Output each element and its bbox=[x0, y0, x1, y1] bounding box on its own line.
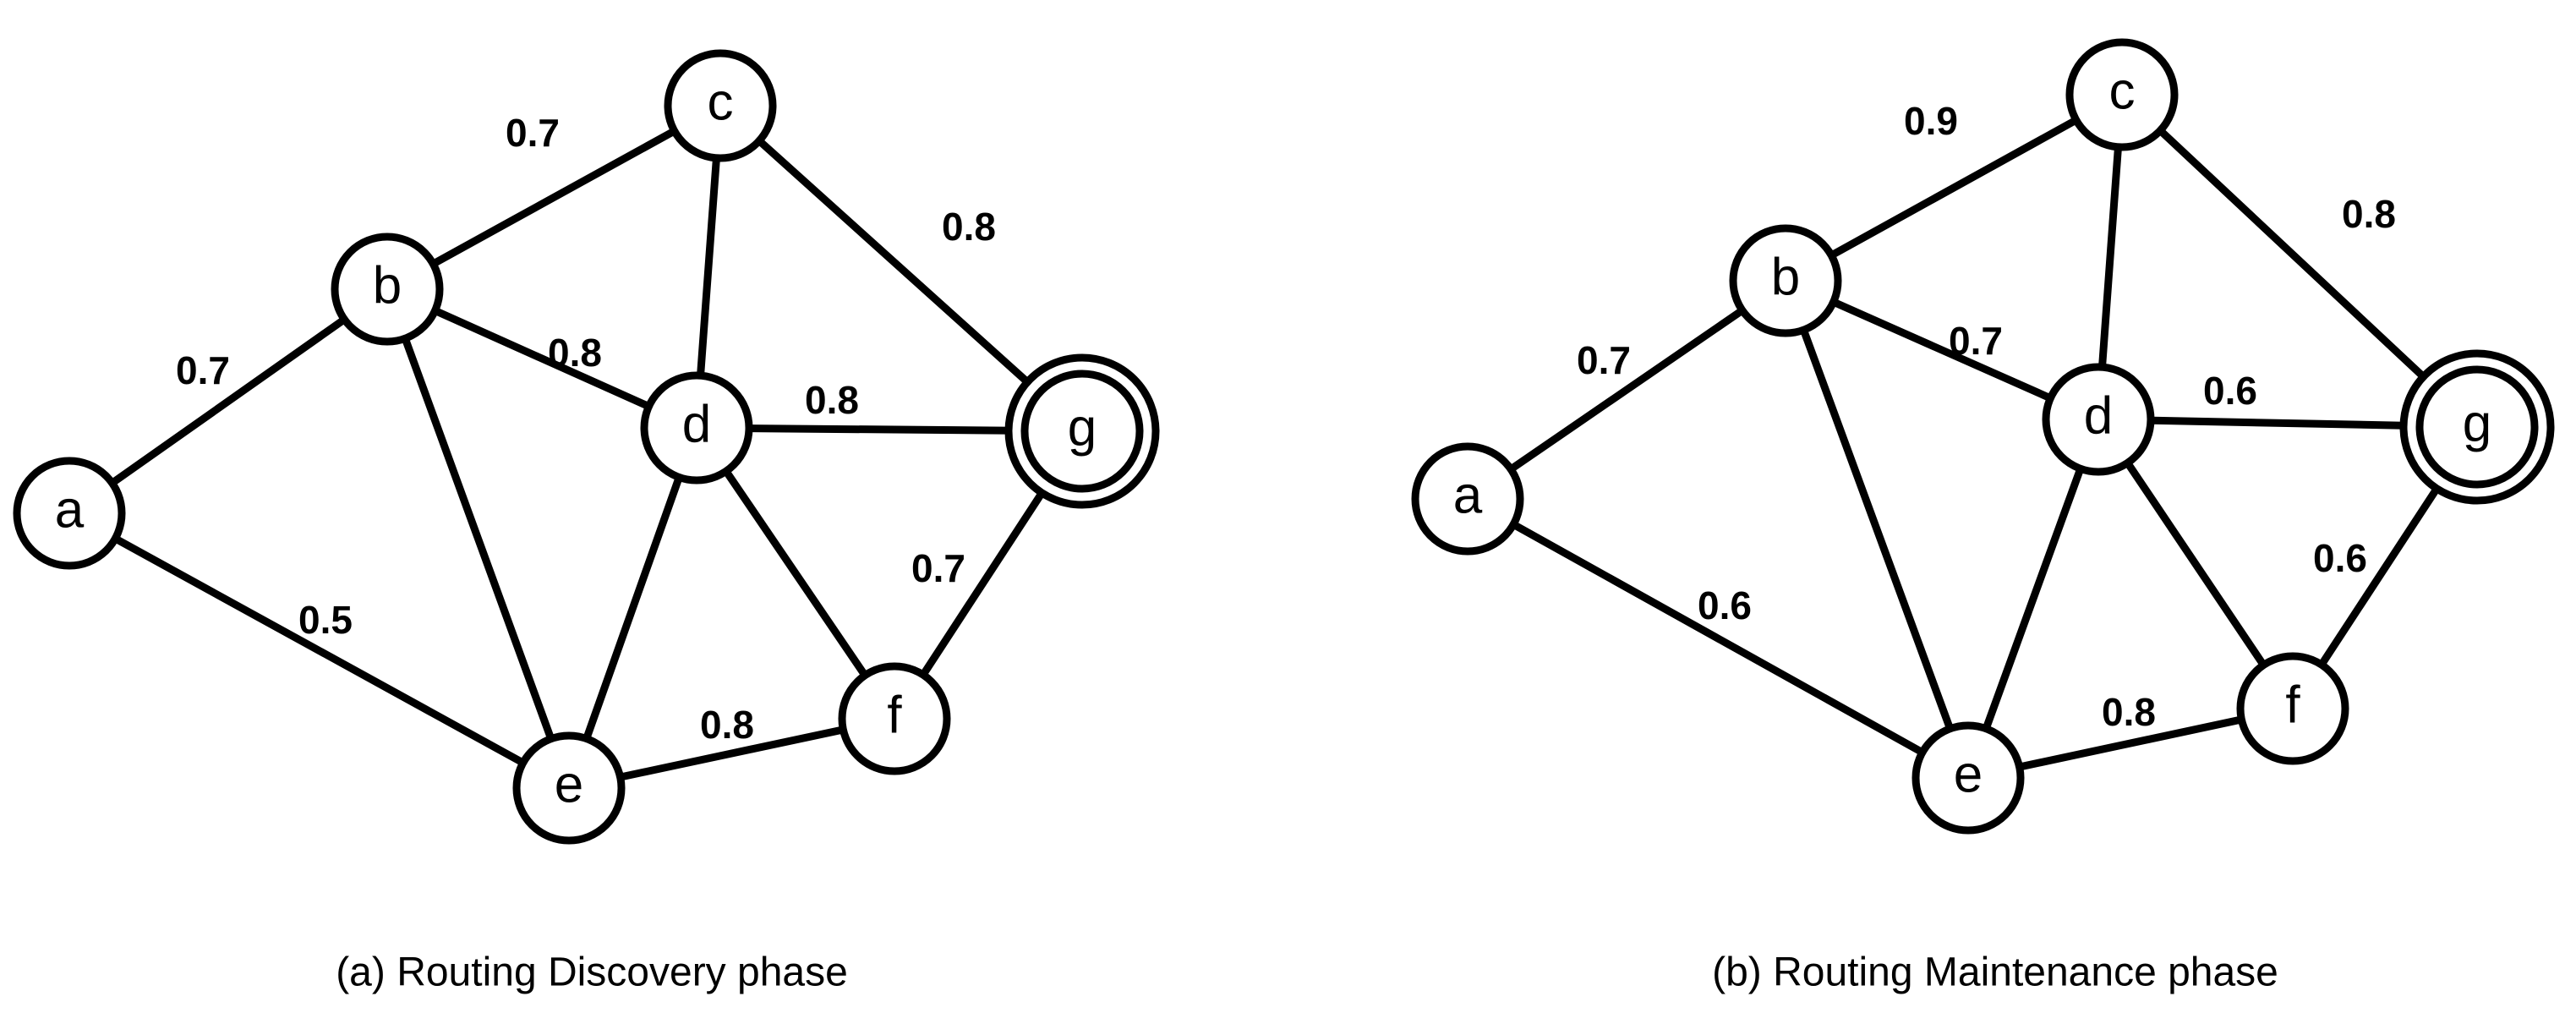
node-f: f bbox=[838, 662, 951, 775]
node-c-circle bbox=[664, 49, 777, 162]
weight-e-f: 0.8 bbox=[2102, 690, 2156, 734]
edge-a-b bbox=[1463, 277, 1790, 503]
node-a-label: a bbox=[55, 481, 85, 539]
node-e-label: e bbox=[1954, 746, 1983, 804]
edge-d-e bbox=[1964, 415, 2103, 782]
nodes: a b c d e f g bbox=[13, 49, 1160, 845]
edge-weights: 0.7 0.6 0.9 0.7 0.8 0.6 0.8 0.6 bbox=[1577, 99, 2396, 734]
edge-a-b bbox=[65, 285, 391, 517]
weight-c-g: 0.8 bbox=[942, 205, 996, 249]
weight-f-g: 0.7 bbox=[911, 546, 965, 590]
weight-b-d: 0.8 bbox=[548, 331, 602, 375]
node-e-circle bbox=[1911, 721, 2025, 835]
edge-b-c bbox=[383, 101, 725, 293]
node-e: e bbox=[512, 731, 626, 845]
node-a: a bbox=[1411, 442, 1524, 556]
node-d-label: d bbox=[682, 396, 711, 454]
node-e-circle bbox=[512, 731, 626, 845]
node-d-circle bbox=[2042, 363, 2155, 476]
edge-c-g bbox=[2118, 90, 2481, 431]
node-a: a bbox=[13, 457, 126, 570]
weight-a-e: 0.5 bbox=[298, 598, 353, 642]
node-f-circle bbox=[838, 662, 951, 775]
node-g-label: g bbox=[2463, 395, 2491, 453]
edge-b-e bbox=[383, 285, 573, 792]
edge-c-g bbox=[716, 101, 1086, 435]
weight-e-f: 0.8 bbox=[700, 703, 754, 747]
weight-a-b: 0.7 bbox=[176, 348, 230, 392]
node-f-circle bbox=[2236, 652, 2349, 765]
weight-b-c: 0.7 bbox=[506, 111, 560, 155]
node-c: c bbox=[2065, 38, 2179, 151]
node-a-label: a bbox=[1453, 467, 1483, 525]
node-b-label: b bbox=[373, 257, 402, 315]
node-a-circle bbox=[13, 457, 126, 570]
node-c-circle bbox=[2065, 38, 2179, 151]
edge-b-c bbox=[1781, 90, 2126, 285]
node-a-circle bbox=[1411, 442, 1524, 556]
discovery-caption: (a) Routing Discovery phase bbox=[336, 950, 848, 995]
node-c: c bbox=[664, 49, 777, 162]
maintenance-caption: (b) Routing Maintenance phase bbox=[1712, 950, 2278, 995]
node-f-label: f bbox=[887, 687, 902, 745]
edge-a-e bbox=[65, 509, 573, 792]
node-e: e bbox=[1911, 721, 2025, 835]
node-b: b bbox=[1729, 224, 1842, 337]
edge-b-d bbox=[1781, 277, 2103, 424]
node-b-label: b bbox=[1771, 249, 1800, 307]
node-g: g bbox=[1004, 353, 1160, 509]
maintenance-graph: a b c d e f g 0.7 0.6 0.9 0.7 0.8 0.6 0.8 0.6 (b) Routi… bbox=[1411, 38, 2555, 995]
node-d: d bbox=[2042, 363, 2155, 476]
node-e-label: e bbox=[555, 756, 583, 814]
node-c-label: c bbox=[2109, 63, 2136, 121]
node-d: d bbox=[640, 371, 753, 485]
edge-d-f bbox=[2094, 415, 2297, 713]
node-d-circle bbox=[640, 371, 753, 485]
node-b-circle bbox=[331, 233, 444, 346]
node-g: g bbox=[2399, 349, 2555, 505]
weight-c-g: 0.8 bbox=[2342, 192, 2396, 236]
node-f: f bbox=[2236, 652, 2349, 765]
weight-b-d: 0.7 bbox=[1949, 319, 2003, 363]
weight-d-g: 0.8 bbox=[805, 378, 859, 422]
node-d-label: d bbox=[2084, 387, 2113, 446]
weight-d-g: 0.6 bbox=[2203, 369, 2257, 413]
node-f-label: f bbox=[2285, 676, 2300, 735]
edge-b-e bbox=[1781, 277, 1972, 782]
nodes: a b c d e f g bbox=[1411, 38, 2555, 835]
node-g-inner-circle bbox=[2415, 365, 2539, 489]
node-g-inner-circle bbox=[1020, 370, 1144, 493]
weight-a-e: 0.6 bbox=[1698, 583, 1752, 627]
weight-a-b: 0.7 bbox=[1577, 338, 1631, 382]
edge-b-d bbox=[383, 285, 701, 432]
weight-b-c: 0.9 bbox=[1904, 99, 1958, 143]
weight-f-g: 0.6 bbox=[2313, 536, 2367, 580]
edge-d-f bbox=[692, 424, 899, 723]
node-c-label: c bbox=[708, 74, 734, 132]
discovery-graph: a b c d e f g 0.7 0.5 0.7 0.8 0.8 0.8 0.8 0.7 (a) Routi… bbox=[13, 49, 1160, 995]
edge-d-e bbox=[565, 424, 701, 792]
node-g-label: g bbox=[1068, 399, 1097, 457]
node-b-circle bbox=[1729, 224, 1842, 337]
edge-weights: 0.7 0.5 0.7 0.8 0.8 0.8 0.8 0.7 bbox=[176, 111, 996, 747]
edge-a-e bbox=[1463, 495, 1972, 782]
node-b: b bbox=[331, 233, 444, 346]
